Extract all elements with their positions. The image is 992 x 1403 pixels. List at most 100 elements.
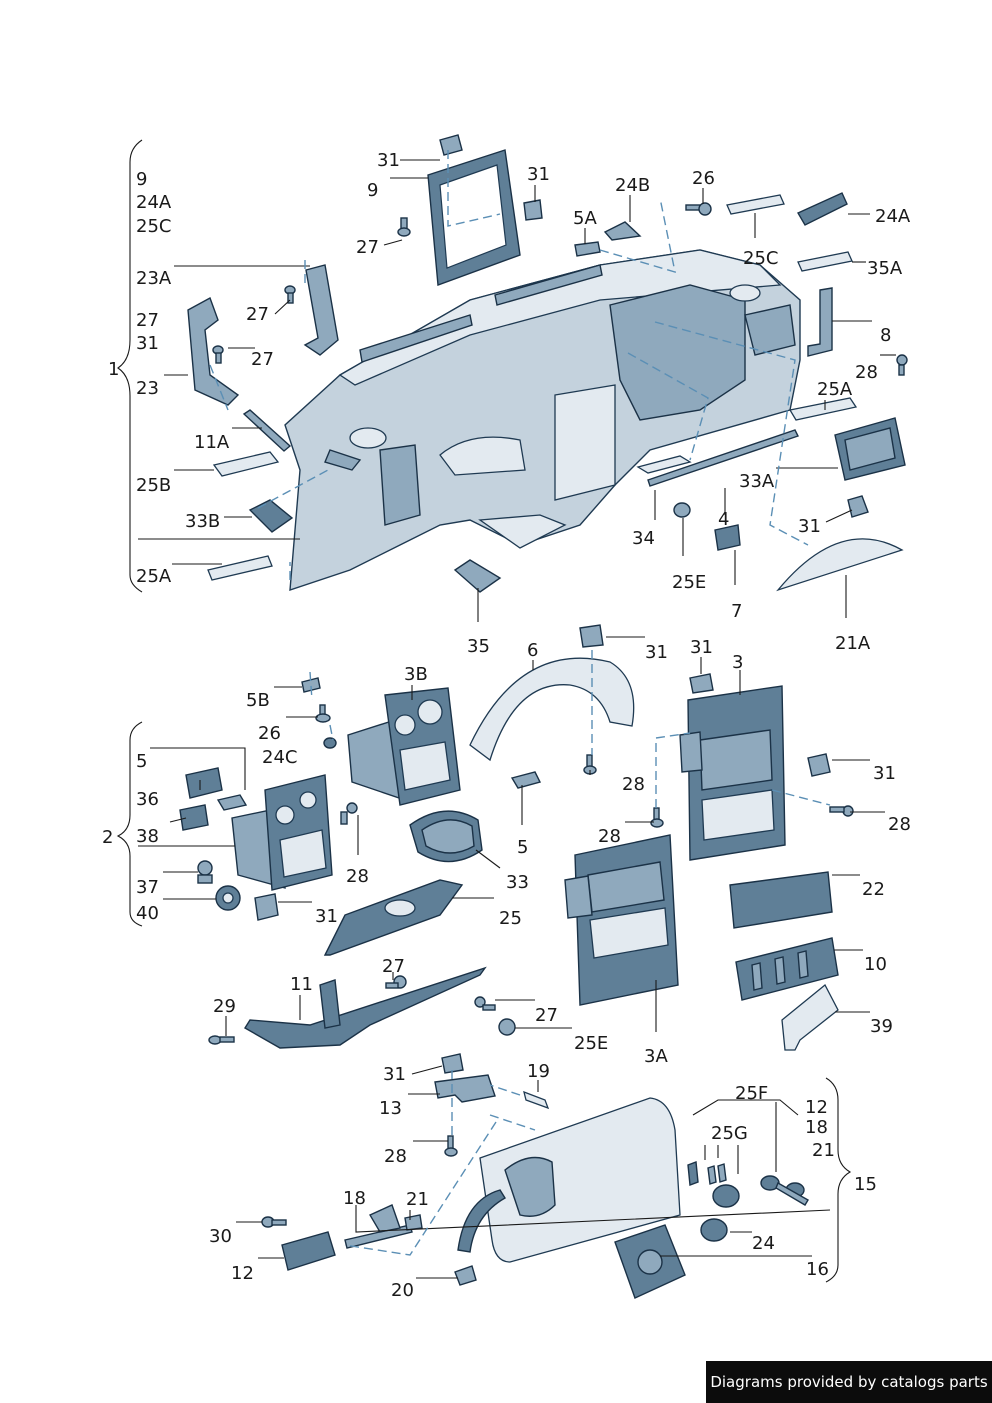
g2-part-31-d: 31 — [315, 906, 338, 927]
part-3-panel — [679, 685, 786, 861]
part-27-screw-g2a — [385, 975, 407, 989]
g2-part-5: 5 — [517, 837, 528, 858]
group-3-labels: 15 12 18 21 31 19 13 28 25F 25G 18 21 30… — [209, 1061, 877, 1301]
g1-part-25A: 25A — [817, 379, 853, 400]
part-22 — [729, 871, 833, 929]
g3-part-28: 28 — [384, 1146, 407, 1167]
g2-list-36: 36 — [136, 789, 159, 810]
g3-part-19: 19 — [527, 1061, 550, 1082]
part-33B-vent — [248, 499, 294, 533]
dashboard-body — [284, 249, 801, 591]
part-27-screw-left-b — [212, 345, 224, 364]
g2-part-25: 25 — [499, 908, 522, 929]
part-31-clip-g2a — [579, 624, 604, 648]
part-25G-spring — [707, 1165, 717, 1185]
part-29-screw — [208, 1035, 235, 1045]
part-36 — [185, 767, 223, 799]
part-30-screw — [261, 1216, 287, 1228]
g2-part-22: 22 — [862, 879, 885, 900]
g2-list-37: 37 — [136, 877, 159, 898]
g2-part-27-a: 27 — [382, 956, 405, 977]
group-1-leaders — [138, 159, 896, 622]
part-28-screw-g2d — [340, 802, 358, 825]
g1-part-7: 7 — [731, 601, 742, 622]
part-18-rod — [344, 1204, 413, 1249]
group-1-dashboard — [187, 134, 908, 593]
part-24A — [797, 192, 848, 226]
part-5-clip — [510, 771, 542, 789]
g1-list-25C: 25C — [136, 216, 171, 237]
g1-part-27: 27 — [356, 237, 379, 258]
g1-list-25B: 25B — [136, 475, 171, 496]
part-21A-cover — [776, 538, 904, 592]
g1-part-31-lower: 31 — [798, 516, 821, 537]
part-31-clip-lower — [847, 495, 869, 518]
g3-part-12: 12 — [231, 1263, 254, 1284]
g1-part-25C: 25C — [743, 248, 778, 269]
g2-part-5B: 5B — [246, 690, 270, 711]
group-2-leaders — [138, 636, 885, 1036]
part-11-bracket — [244, 966, 487, 1049]
g2-part-33: 33 — [506, 872, 529, 893]
g2-part-3B: 3B — [404, 664, 428, 685]
part-25A-left — [207, 555, 273, 581]
group-1-dashed — [209, 150, 809, 580]
part-5-small — [216, 794, 248, 811]
g2-part-24C: 24C — [262, 747, 297, 768]
part-21 — [404, 1214, 423, 1231]
part-6-trim — [469, 657, 635, 762]
part-23A-bracket — [303, 264, 339, 356]
group-2-brace-label: 2 — [102, 827, 113, 848]
g1-part-21A: 21A — [835, 633, 871, 654]
g3-part-20: 20 — [391, 1280, 414, 1301]
group-2-dashed — [309, 650, 831, 808]
g2-part-31-c: 31 — [873, 763, 896, 784]
g1-list-25A: 25A — [136, 566, 172, 587]
g1-part-31-top: 31 — [377, 150, 400, 171]
g1-list-9: 9 — [136, 169, 147, 190]
part-31-clip-g3 — [441, 1053, 464, 1074]
part-35A — [797, 251, 853, 272]
part-10 — [735, 937, 839, 1001]
group-2-brace — [116, 721, 143, 927]
g1-part-31-right: 31 — [527, 164, 550, 185]
part-3A-panel — [564, 834, 679, 1006]
part-5-housing — [231, 774, 333, 891]
g2-part-25E: 25E — [574, 1033, 608, 1054]
g1-part-28: 28 — [855, 362, 878, 383]
g2-part-11: 11 — [290, 974, 313, 995]
g1-list-11A: 11A — [194, 432, 230, 453]
part-keys — [760, 1175, 809, 1206]
g2-part-3: 3 — [732, 652, 743, 673]
group-1-brace — [117, 139, 143, 593]
g1-list-31: 31 — [136, 333, 159, 354]
g3-part-13: 13 — [379, 1098, 402, 1119]
part-31-clip-right — [523, 199, 543, 221]
g3-part-30: 30 — [209, 1226, 232, 1247]
g1-part-24B: 24B — [615, 175, 650, 196]
part-19-pin — [523, 1090, 550, 1110]
part-5B — [301, 677, 321, 693]
group-3-brace-label: 15 — [854, 1174, 877, 1195]
group-3-dashed — [344, 1070, 536, 1256]
part-37 — [197, 860, 213, 884]
part-25F-a — [687, 1161, 699, 1186]
part-35 — [453, 559, 502, 593]
glovebox-lid — [457, 1097, 681, 1263]
g3-part-25G: 25G — [711, 1123, 748, 1144]
group-3-leaders — [236, 1065, 831, 1279]
g1-part-4: 4 — [718, 509, 729, 530]
g1-part-27-b: 27 — [251, 349, 274, 370]
part-33A-strip — [647, 429, 799, 487]
g3-part-31: 31 — [383, 1064, 406, 1085]
g1-part-5A: 5A — [573, 208, 597, 229]
part-31-clip-g2d — [254, 893, 279, 921]
part-25E-knob — [673, 502, 691, 518]
g3-list-18: 18 — [805, 1117, 828, 1138]
group-1-labels: 1 9 24A 25C 23A 27 31 23 11A 25B 33B 25A… — [108, 150, 911, 657]
g1-list-33B: 33B — [185, 511, 220, 532]
part-28-screw-g2b — [650, 807, 664, 828]
g1-part-35: 35 — [467, 636, 490, 657]
part-24B — [603, 221, 642, 241]
group-2-labels: 2 5 36 38 37 40 5B 26 24C 3B 6 31 31 3 2… — [102, 637, 911, 1067]
